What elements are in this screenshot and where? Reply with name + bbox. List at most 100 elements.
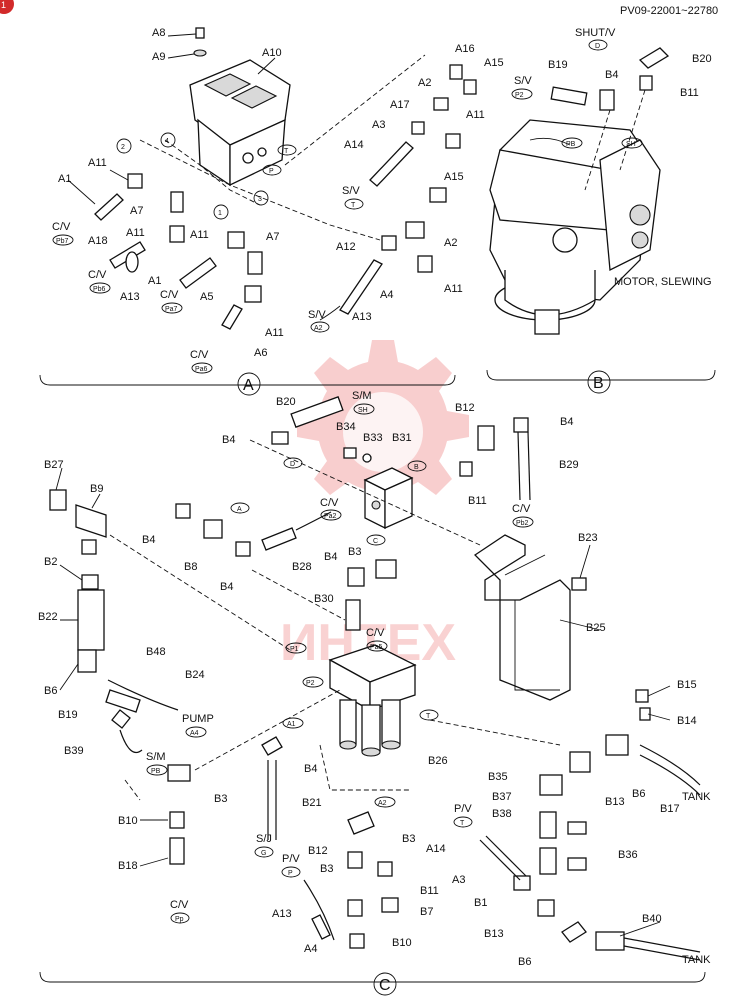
port-pb-motor: PB (566, 141, 576, 148)
label-sv-t: S/V (342, 185, 360, 197)
part-b11-top: B11 (680, 87, 699, 99)
part-b4-c6: B4 (304, 763, 317, 775)
part-b3-c2: B3 (214, 793, 227, 805)
part-a1-2: A1 (148, 275, 161, 287)
part-b25: B25 (586, 622, 606, 634)
middle-parts (175, 396, 561, 949)
left-column-parts (49, 489, 341, 865)
port-a-c: A (237, 506, 242, 513)
part-a10: A10 (262, 47, 282, 59)
bracket-b (486, 369, 716, 381)
port-sh-motor: SH (626, 141, 636, 148)
part-b3-c3: B3 (402, 833, 415, 845)
part-a12: A12 (336, 241, 356, 253)
part-a11-3: A11 (190, 229, 209, 241)
part-a5: A5 (200, 291, 213, 303)
part-b12-top: B12 (455, 402, 475, 414)
part-a11-4: A11 (265, 327, 284, 339)
section-label-b: B (593, 375, 604, 392)
port-a2-sv: A2 (314, 325, 323, 332)
part-b6-c2: B6 (632, 788, 645, 800)
part-b7: B7 (420, 906, 433, 918)
part-a18: A18 (88, 235, 108, 247)
port-p-pv: P (288, 870, 293, 877)
part-a2-2: A2 (444, 237, 457, 249)
route-a-1 (139, 139, 381, 241)
circle-num-4: 4 (165, 138, 169, 145)
port-pb6: Pb6 (93, 286, 106, 293)
slewing-motor (489, 119, 661, 335)
part-a11-1: A11 (88, 157, 107, 169)
bracket-a (39, 374, 456, 386)
part-b36: B36 (618, 849, 638, 861)
section-a: A8 A9 A10 A11 A1 A7 A18 A11 A11 A7 A1 A1… (39, 27, 504, 396)
label-cv-pb6: C/V (88, 269, 107, 281)
part-a1-1: A1 (58, 173, 71, 185)
label-sm-sh: S/M (352, 390, 372, 402)
part-a7-2: A7 (266, 231, 279, 243)
part-b6-c3: B6 (518, 956, 531, 968)
part-a14-c: A14 (426, 843, 446, 855)
bracket-c (39, 971, 706, 983)
part-b40: B40 (642, 913, 662, 925)
label-tank-1: TANK (682, 791, 711, 803)
label-cv-pa7: C/V (160, 289, 179, 301)
part-b4-top: B4 (605, 69, 618, 81)
port-sh: SH (358, 407, 368, 414)
section-b: SHUT/V D B20 S/V P2 B19 B4 B11 PB SH MOT… (486, 27, 716, 394)
watermark-gear-icon (297, 340, 469, 512)
part-b17: B17 (660, 803, 680, 815)
part-b33: B33 (363, 432, 383, 444)
port-t-sv: T (351, 202, 356, 209)
part-b48: B48 (146, 646, 166, 658)
port-d: D (290, 461, 295, 468)
port-p-a: P (269, 168, 274, 175)
part-b27: B27 (44, 459, 64, 471)
fittings-a (94, 64, 477, 330)
part-b4-c1: B4 (222, 434, 235, 446)
label-cv-pb2: C/V (512, 503, 531, 515)
label-cv-pp: C/V (170, 899, 189, 911)
port-t-a: T (284, 148, 289, 155)
label-pump: PUMP (182, 713, 214, 725)
part-a4: A4 (380, 289, 393, 301)
port-pa7: Pa7 (165, 306, 178, 313)
part-a8: A8 (152, 27, 165, 39)
port-p2-top: P2 (515, 92, 524, 99)
part-a15-1: A15 (484, 57, 504, 69)
part-a2-1: A2 (418, 77, 431, 89)
part-b30: B30 (314, 593, 334, 605)
label-sm-pb: S/M (146, 751, 166, 763)
label-cv-pa5: C/V (366, 627, 385, 639)
valve-block-b26 (328, 644, 417, 757)
port-t-c: T (426, 713, 431, 720)
label-sj: S/J (256, 833, 272, 845)
valve-body-a10 (189, 27, 291, 187)
port-b: B (414, 464, 419, 471)
port-a1: A1 (287, 721, 296, 728)
part-b31: B31 (392, 432, 412, 444)
label-motor-slewing: MOTOR, SLEWING (614, 276, 712, 288)
part-b29: B29 (559, 459, 579, 471)
circle-num-2: 2 (121, 144, 125, 151)
part-b3-c1: B3 (348, 546, 361, 558)
part-b26: B26 (428, 755, 448, 767)
port-a4: A4 (190, 730, 199, 737)
part-a6: A6 (254, 347, 267, 359)
label-sv-a2: S/V (308, 309, 326, 321)
part-a13-1: A13 (120, 291, 140, 303)
right-lower-parts (479, 577, 701, 961)
port-p1: P1 (290, 646, 299, 653)
part-a3: A3 (372, 119, 385, 131)
label-cv-pa6: C/V (190, 349, 209, 361)
port-d-top: D (595, 43, 600, 50)
part-a11-6: A11 (444, 283, 463, 295)
label-pv-p: P/V (282, 853, 300, 865)
part-b38: B38 (492, 808, 512, 820)
part-b23: B23 (578, 532, 598, 544)
part-b4-c4: B4 (220, 581, 233, 593)
part-b13-c1: B13 (605, 796, 625, 808)
part-b1: B1 (474, 897, 487, 909)
circle-num-1: 1 (218, 210, 222, 217)
